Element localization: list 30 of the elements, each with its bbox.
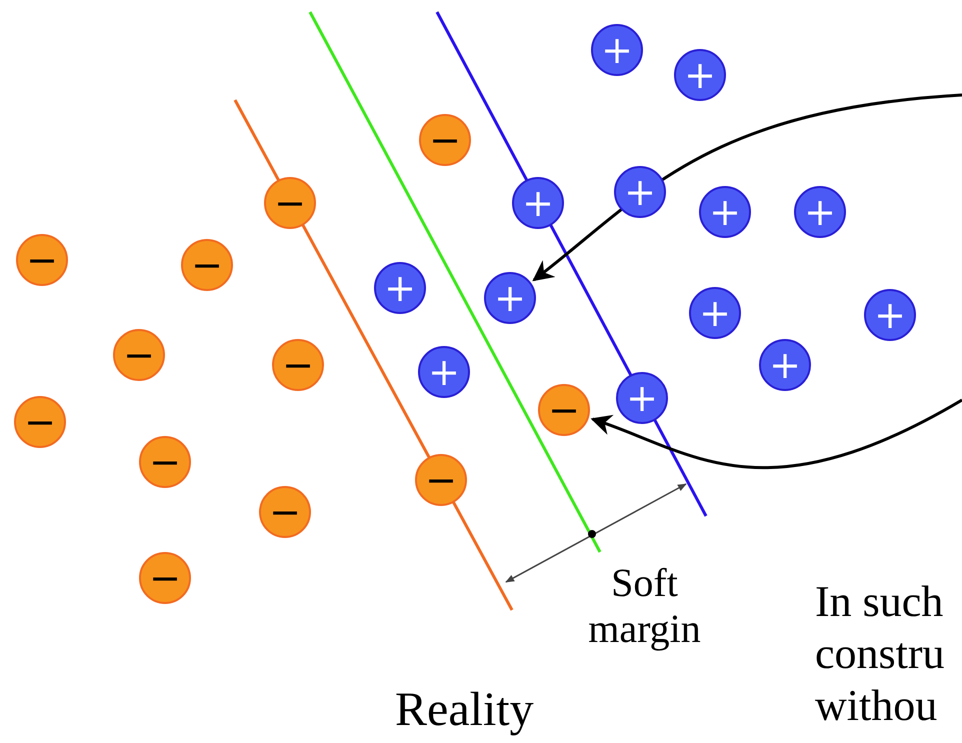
positive-point: + bbox=[614, 166, 666, 218]
positive-point: + bbox=[484, 272, 536, 324]
positive-point: + bbox=[616, 372, 668, 424]
positive-point: + bbox=[699, 186, 751, 238]
negative-point: − bbox=[259, 486, 311, 538]
positive-point: + bbox=[418, 346, 470, 398]
arrow bbox=[590, 398, 962, 470]
negative-point: − bbox=[139, 552, 191, 604]
negative-point: − bbox=[14, 396, 66, 448]
negative-point: − bbox=[264, 177, 316, 229]
caption-text: In such constru withou bbox=[815, 576, 946, 732]
positive-point: + bbox=[374, 262, 426, 314]
caption-text: Reality bbox=[395, 682, 534, 738]
negative-point: − bbox=[272, 339, 324, 391]
arrow bbox=[532, 94, 962, 282]
positive-point: + bbox=[864, 289, 916, 341]
positive-point: + bbox=[591, 24, 643, 76]
negative-point: − bbox=[181, 239, 233, 291]
negative-point: − bbox=[538, 384, 590, 436]
negative-point: − bbox=[419, 114, 471, 166]
positive-point: + bbox=[689, 287, 741, 339]
positive-point: + bbox=[794, 186, 846, 238]
negative-point: − bbox=[415, 454, 467, 506]
caption-text: Soft margin bbox=[587, 560, 702, 652]
positive-point: + bbox=[512, 177, 564, 229]
negative-point: − bbox=[16, 234, 68, 286]
negative-point: − bbox=[139, 436, 191, 488]
positive-point: + bbox=[759, 339, 811, 391]
positive-point: + bbox=[674, 49, 726, 101]
negative-point: − bbox=[113, 329, 165, 381]
